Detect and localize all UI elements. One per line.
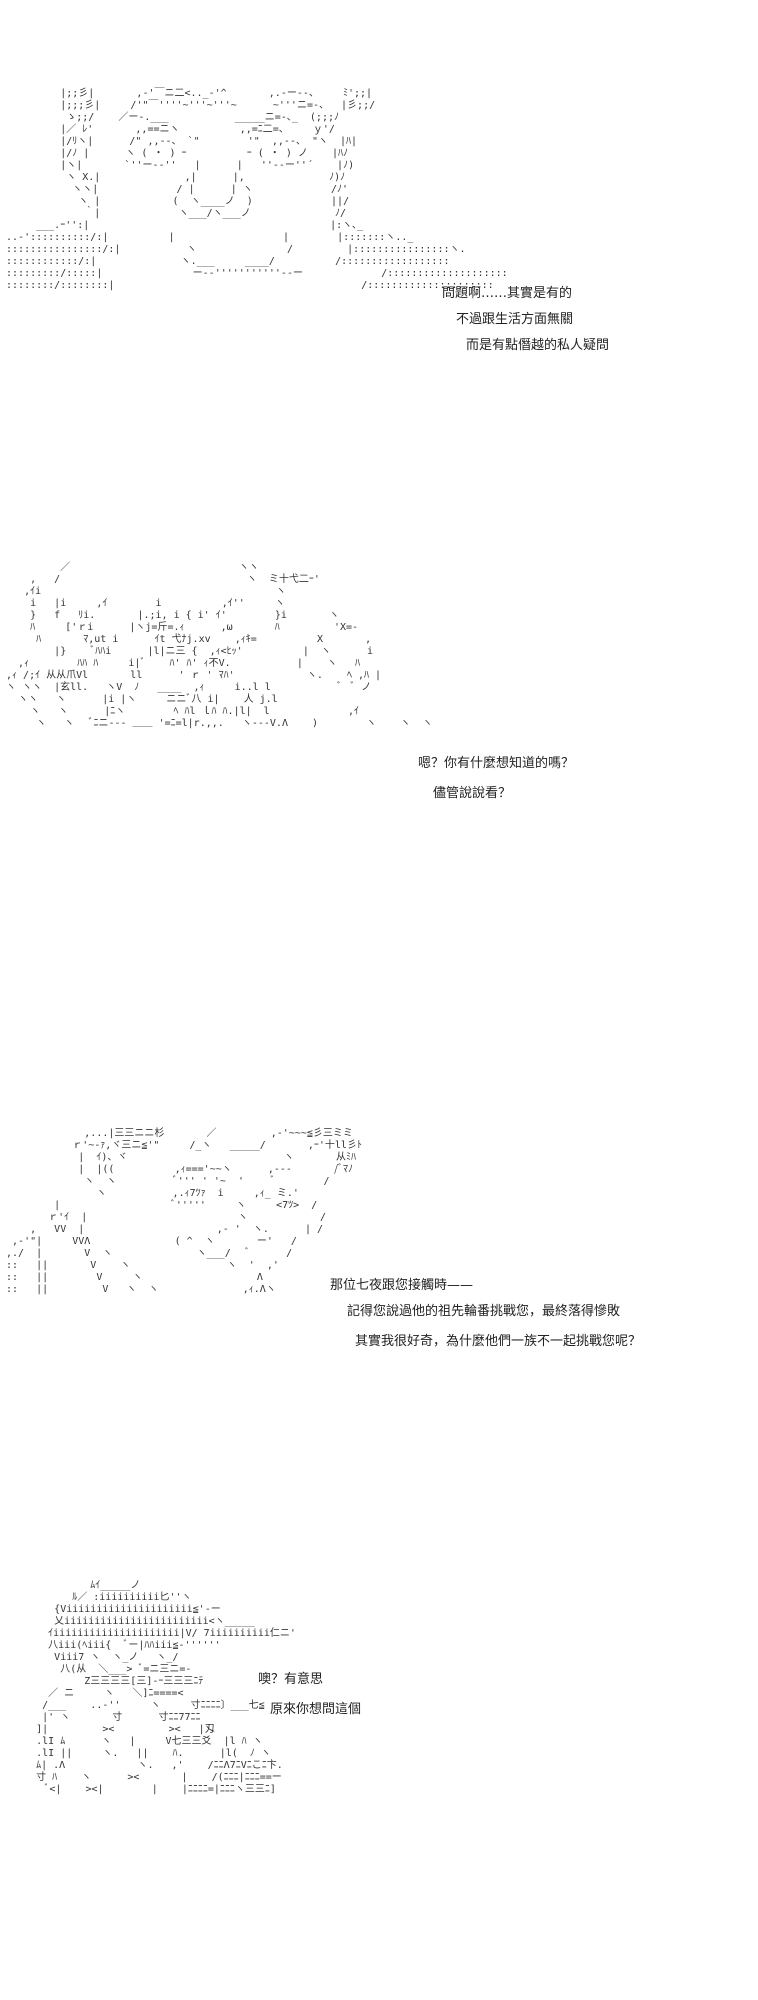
dialogue-line: 而是有點僭越的私人疑問 (466, 338, 610, 353)
dialogue-line: 噢？有意思 (258, 1672, 324, 1687)
panel-3: ,...|三三ニニ杉 ／ ,-'~~~≦彡三ミミ ｒ'~-ｧ,ヾ三ニ≦'" /_… (0, 1120, 758, 1440)
dialogue-line: 記得您說過他的祖先輪番挑戰您，最終落得慘敗 (347, 1304, 621, 1319)
dialogue-line: 不過跟生活方面無關 (456, 312, 574, 327)
dialogue-line: 問題啊……其實是有的 (442, 286, 573, 301)
ascii-art-face-2: ／ ヽヽ , / ヽ ミ十弋二ｰ' ,ｲi ヽ i |i ,ｲ i ,ｲ'' ヽ… (6, 562, 433, 729)
ascii-art-face-1: |;;彡| ,-'￣ニ二<.._-'^ ,.-ー--、 ﾐ';;| |;;;彡|… (6, 88, 508, 291)
dialogue-line: 原來你想問這個 (270, 1702, 362, 1717)
dialogue-line: 其實我很好奇，為什麼他們一族不一起挑戰您呢？ (355, 1334, 642, 1349)
dialogue-line: 儘管說說看？ (433, 786, 512, 801)
dialogue-line: 嗯？你有什麼想知道的嗎？ (418, 756, 575, 771)
dialogue-line: 那位七夜跟您接觸時—— (330, 1278, 474, 1293)
panel-1: |;;彡| ,-'￣ニ二<.._-'^ ,.-ー--、 ﾐ';;| |;;;彡|… (0, 60, 758, 400)
panel-4: ﾑｲ_____ノ ﾙ／ :iiiiiiiiii匕''ヽ {Viiiiiiiiii… (0, 1580, 758, 1960)
panel-2: ／ ヽヽ , / ヽ ミ十弋二ｰ' ,ｲi ヽ i |i ,ｲ i ,ｲ'' ヽ… (0, 560, 758, 940)
ascii-art-figure-4: ﾑｲ_____ノ ﾙ／ :iiiiiiiiii匕''ヽ {Viiiiiiiiii… (36, 1580, 296, 1795)
ascii-art-face-3: ,...|三三ニニ杉 ／ ,-'~~~≦彡三ミミ ｒ'~-ｧ,ヾ三ニ≦'" /_… (6, 1128, 362, 1295)
